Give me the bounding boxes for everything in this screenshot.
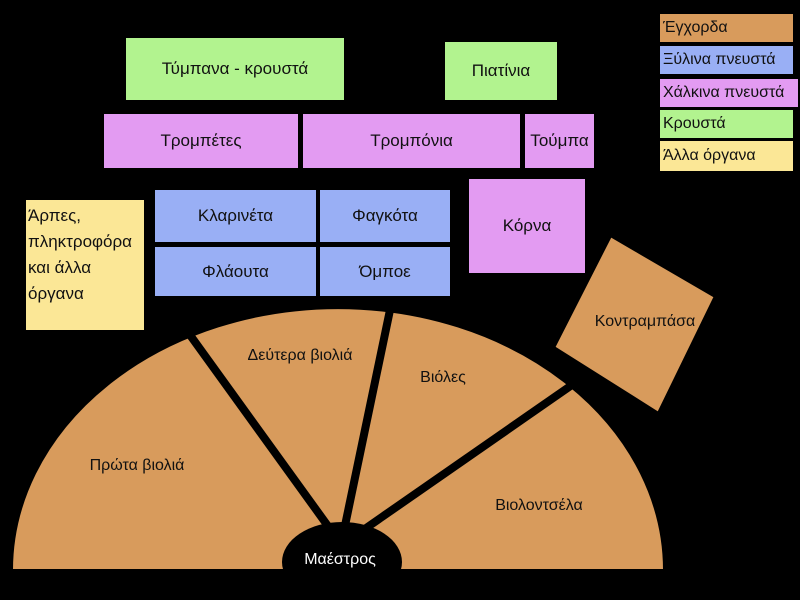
cymbals-box: Πιατίνια [445, 42, 557, 100]
conductor-podium [282, 522, 402, 600]
trombones-label: Τρομπόνια [370, 131, 453, 150]
divider-violas-cellos [343, 374, 585, 546]
divider-second-violins-violas [338, 309, 394, 541]
legend-other: Άλλα όργανα [660, 141, 793, 171]
tuba-label: Τούμπα [530, 131, 589, 150]
horns-label: Κόρνα [502, 216, 552, 235]
legend-woodwinds-label: Ξύλινα πνευστά [663, 51, 776, 68]
oboes-box: Όμποε [320, 247, 450, 296]
trumpets-box: Τρομπέτες [104, 114, 298, 168]
double-basses-label: Κοντραμπάσα [595, 313, 695, 330]
legend-strings-label: Έγχορδα [663, 19, 728, 36]
legend-percussion: Κρουστά [660, 110, 793, 138]
strings-semicircle [10, 307, 666, 571]
legend-percussion-label: Κρουστά [663, 115, 726, 132]
legend-strings: Έγχορδα [660, 14, 793, 42]
legend-brass-label: Χάλκινα πνευστά [663, 84, 785, 101]
clarinets-label: Κλαρινέτα [197, 206, 274, 225]
cellos-label: Βιολοντσέλα [495, 497, 583, 514]
legend-brass: Χάλκινα πνευστά [660, 79, 798, 107]
horns-box: Κόρνα [469, 179, 585, 273]
clarinets-box: Κλαρινέτα [155, 190, 316, 242]
double-basses-box [554, 236, 715, 413]
bassoons-box: Φαγκότα [320, 190, 450, 242]
legend-woodwinds: Ξύλινα πνευστά [660, 46, 793, 74]
tuba-box: Τούμπα [525, 114, 594, 168]
flutes-box: Φλάουτα [155, 247, 316, 296]
bassoons-label: Φαγκότα [352, 206, 418, 225]
oboes-label: Όμποε [359, 261, 411, 281]
flutes-label: Φλάουτα [202, 261, 269, 281]
second-violins-label: Δεύτερα βιολιά [248, 347, 353, 364]
timpani-box: Τύμπανα - κρουστά [126, 38, 344, 100]
violas-label: Βιόλες [420, 369, 466, 386]
timpani-label: Τύμπανα - κρουστά [161, 59, 309, 78]
trumpets-label: Τρομπέτες [160, 131, 242, 150]
harps-box: Άρπες, πληκτροφόρα και άλλα όργανα [26, 200, 144, 330]
trombones-box: Τρομπόνια [303, 114, 520, 168]
cymbals-label: Πιατίνια [471, 61, 531, 80]
conductor-label: Μαέστρος [304, 551, 376, 568]
first-violins-label: Πρώτα βιολιά [90, 457, 185, 474]
strings-section [10, 307, 666, 571]
legend-other-label: Άλλα όργανα [663, 147, 756, 164]
divider-first-second-violins [186, 332, 342, 543]
harps-label: Άρπες, πληκτροφόρα και άλλα όργανα [28, 206, 133, 303]
